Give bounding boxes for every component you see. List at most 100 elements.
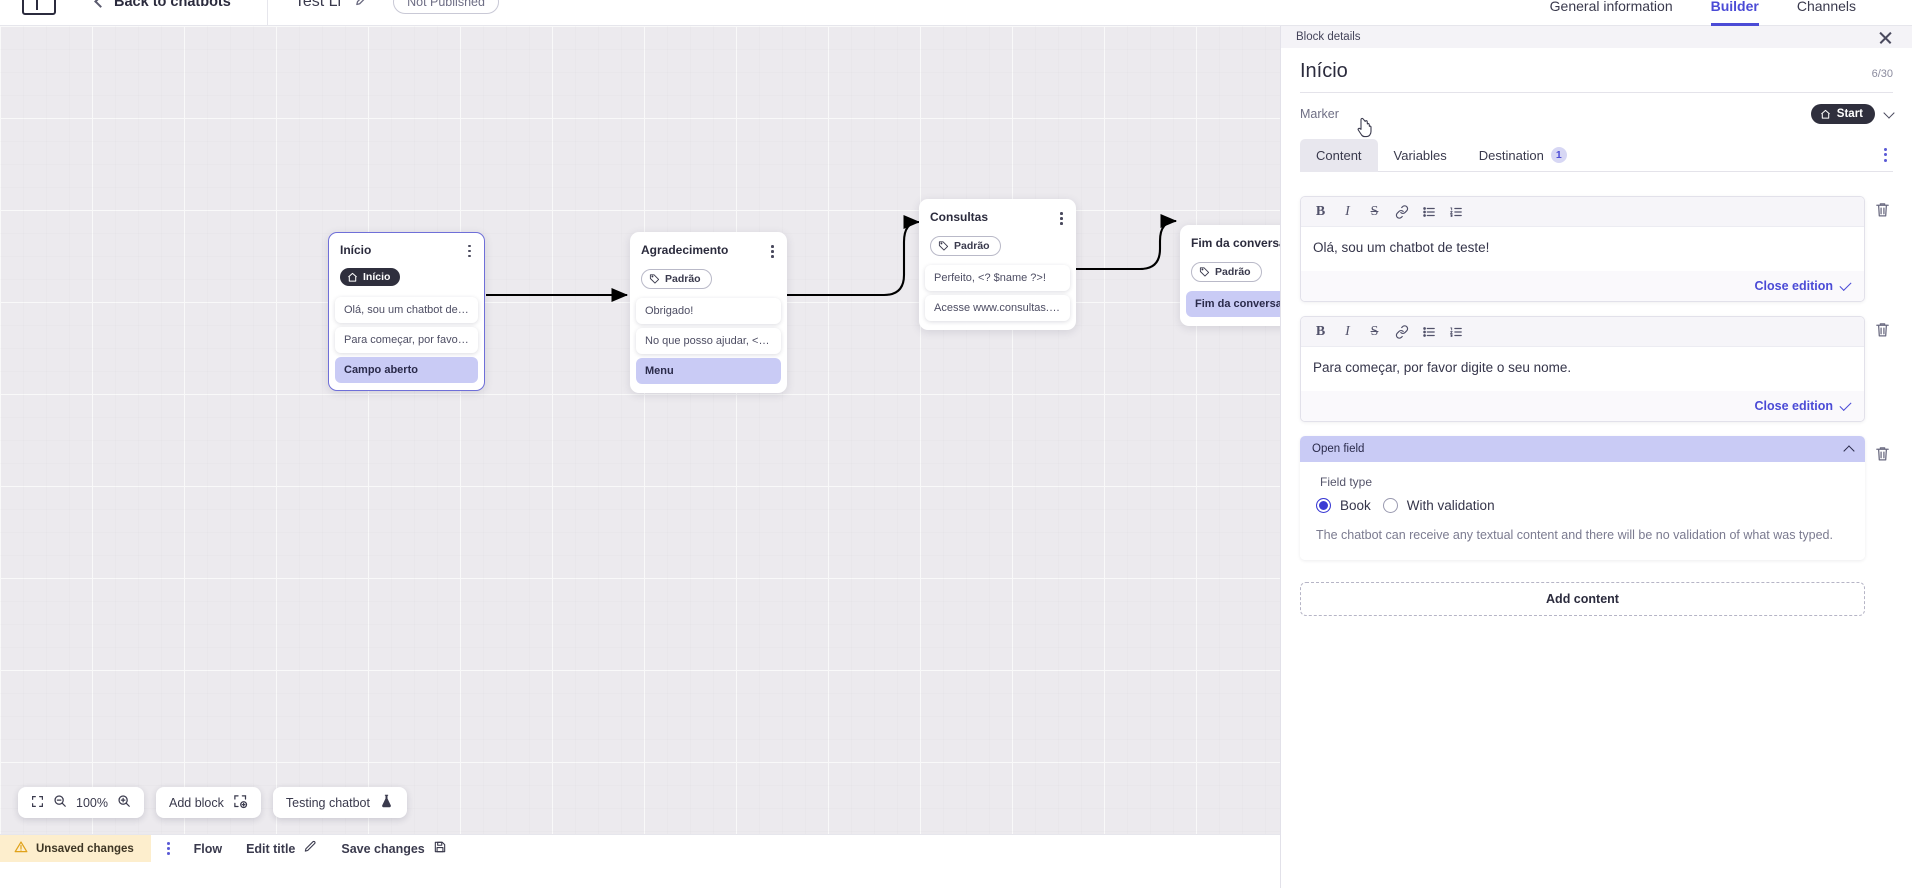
fit-screen-icon[interactable] [31, 795, 44, 811]
flow-node-consultas[interactable]: Consultas Padrão Perfeito, <? $name ?>! … [919, 199, 1076, 331]
panel-top: Início 6/30 Marker Start [1281, 48, 1912, 172]
flow-canvas[interactable]: Início Início Olá, sou um chatbot de tes… [0, 26, 1280, 862]
zoom-out-icon[interactable] [53, 794, 67, 811]
bold-icon[interactable]: B [1315, 203, 1326, 219]
trash-icon[interactable] [1874, 316, 1893, 343]
close-edition-button[interactable]: Close edition [1755, 398, 1852, 413]
home-icon [1820, 109, 1830, 119]
link-icon[interactable] [1388, 201, 1415, 222]
tab-variables-label: Variables [1393, 148, 1447, 163]
trash-icon[interactable] [1874, 196, 1893, 223]
unsaved-changes-label: Unsaved changes [36, 842, 134, 855]
node-menu-icon[interactable] [466, 243, 473, 260]
close-edition-button[interactable]: Close edition [1754, 278, 1852, 293]
status-more-options-icon[interactable] [166, 841, 170, 856]
strikethrough-icon[interactable]: S [1370, 203, 1379, 219]
tab-variables[interactable]: Variables [1378, 139, 1463, 172]
divider [1300, 92, 1893, 93]
node-header: Agradecimento [630, 243, 787, 260]
marker-start-pill[interactable]: Start [1810, 104, 1875, 124]
canvas-toolbar: 100% Add block Testing chatbot [18, 787, 407, 818]
rich-text-editor[interactable]: B I S [1300, 196, 1865, 302]
node-row[interactable]: Olá, sou um chatbot de teste! [335, 296, 478, 323]
panel-header-label: Block details [1296, 31, 1361, 43]
content-block-2: B I S [1300, 316, 1893, 422]
tag-icon [938, 241, 949, 251]
tab-destination[interactable]: Destination 1 [1463, 138, 1583, 172]
node-row[interactable]: Fim da conversa [1186, 291, 1280, 318]
rich-text-editor[interactable]: B I S [1300, 316, 1865, 422]
tab-builder[interactable]: Builder [1710, 0, 1759, 26]
node-row[interactable]: Acesse www.consultas.com par... [925, 295, 1070, 322]
panel-content-scroll: B I S [1281, 172, 1912, 888]
node-tag-label: Padrão [954, 239, 990, 252]
close-edition-label: Close edition [1754, 279, 1833, 293]
flow-node-inicio[interactable]: Início Início Olá, sou um chatbot de tes… [328, 232, 485, 392]
radio-book-label: Book [1340, 498, 1371, 513]
chevron-up-icon[interactable] [1843, 444, 1855, 457]
radio-with-validation[interactable]: With validation [1382, 498, 1495, 513]
editor-text[interactable]: Para começar, por favor digite o seu nom… [1301, 347, 1631, 391]
open-field-help-text: The chatbot can receive any textual cont… [1316, 528, 1833, 542]
save-changes-button[interactable]: Save changes [341, 840, 446, 857]
editor-footer: Close edition [1301, 271, 1864, 301]
radio-book[interactable]: Book [1316, 498, 1371, 513]
pencil-icon[interactable] [354, 0, 371, 13]
editor-text[interactable]: Olá, sou um chatbot de teste! [1301, 227, 1864, 271]
add-block-icon [233, 794, 248, 812]
panel-more-options-icon[interactable] [1878, 139, 1893, 171]
tab-general-information[interactable]: General information [1549, 0, 1673, 14]
tab-content[interactable]: Content [1300, 139, 1378, 172]
bullet-list-icon[interactable] [1415, 321, 1442, 342]
status-bar: Unsaved changes Flow Edit title Save cha… [0, 834, 1280, 862]
node-rows: Obrigado! No que posso ajudar, <? $name … [630, 298, 787, 385]
node-row[interactable]: Menu [636, 358, 781, 385]
tag-icon [649, 274, 660, 284]
edit-title-button[interactable]: Edit title [246, 840, 317, 857]
close-icon[interactable] [1878, 30, 1893, 45]
node-title: Início [340, 242, 372, 257]
add-content-button[interactable]: Add content [1300, 582, 1865, 616]
marker-row: Marker Start [1300, 93, 1895, 124]
italic-icon[interactable]: I [1345, 203, 1350, 219]
node-row[interactable]: Obrigado! [636, 298, 781, 325]
numbered-list-icon[interactable] [1442, 321, 1469, 342]
testing-chatbot-button[interactable]: Testing chatbot [272, 787, 407, 818]
publish-status-badge: Not Published [393, 0, 499, 14]
check-icon [1839, 278, 1852, 291]
open-field-header[interactable]: Open field [1300, 436, 1865, 462]
node-menu-icon[interactable] [769, 243, 776, 260]
field-type-label: Field type [1320, 475, 1373, 489]
page-title: Início [1300, 60, 1348, 82]
tab-channels[interactable]: Channels [1796, 0, 1856, 14]
chevron-down-icon[interactable] [1883, 106, 1895, 119]
zoom-in-icon[interactable] [117, 794, 131, 811]
panel-tabs: Content Variables Destination 1 [1300, 137, 1893, 172]
flow-button[interactable]: Flow [194, 842, 222, 856]
bot-name-label: Test Li [294, 0, 342, 10]
back-to-chatbots-link[interactable]: Back to chatbots [94, 0, 231, 10]
strikethrough-icon[interactable]: S [1370, 323, 1379, 339]
node-menu-icon[interactable] [1058, 210, 1065, 227]
app-logo-icon[interactable] [22, 0, 56, 15]
marker-label: Marker [1300, 107, 1339, 121]
radio-with-validation-label: With validation [1406, 498, 1495, 513]
back-to-chatbots-label: Back to chatbots [114, 0, 231, 10]
flow-node-fim-da-conversa[interactable]: Fim da conversa Padrão Fim da conversa [1180, 225, 1280, 327]
bold-icon[interactable]: B [1315, 323, 1326, 339]
node-row[interactable]: No que posso ajudar, <? $name ... [636, 328, 781, 355]
node-row[interactable]: Para começar, por favor digite o ... [335, 326, 478, 353]
bullet-list-icon[interactable] [1415, 201, 1442, 222]
save-changes-label: Save changes [341, 841, 425, 856]
numbered-list-icon[interactable] [1442, 201, 1469, 222]
edit-title-label: Edit title [246, 841, 296, 856]
italic-icon[interactable]: I [1345, 323, 1350, 339]
char-counter: 6/30 [1871, 68, 1893, 80]
trash-icon[interactable] [1874, 436, 1893, 467]
add-block-button[interactable]: Add block [155, 787, 261, 818]
flow-node-agradecimento[interactable]: Agradecimento Padrão Obrigado! No que po… [630, 232, 787, 394]
node-row[interactable]: Campo aberto [335, 356, 478, 383]
top-bar: Back to chatbots Test Li Not Published G… [0, 0, 1912, 26]
link-icon[interactable] [1388, 321, 1415, 342]
node-row[interactable]: Perfeito, <? $name ?>! [925, 265, 1070, 292]
